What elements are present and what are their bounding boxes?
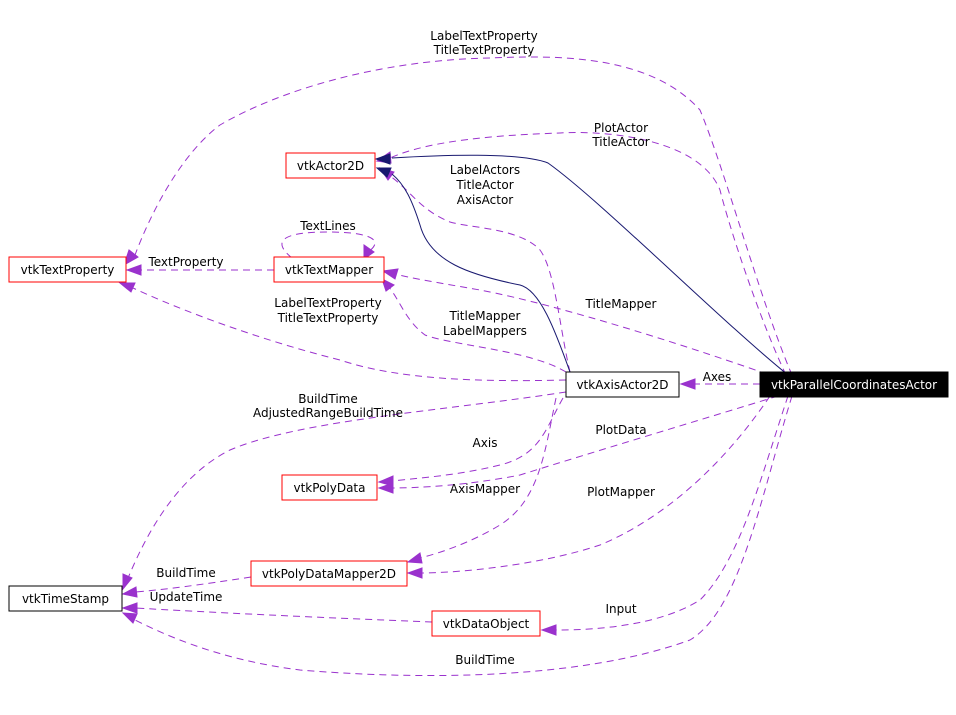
label-top-titletextproperty: TitleTextProperty bbox=[433, 43, 535, 57]
edge-axisactor-to-polydata bbox=[391, 397, 564, 482]
label-top-labeltextproperty: LabelTextProperty bbox=[430, 29, 537, 43]
edge-axisactor-inherits-actor2d bbox=[391, 173, 571, 373]
label-axis: Axis bbox=[473, 436, 498, 450]
arrow-textproperty-mid bbox=[118, 282, 136, 293]
label-input: Input bbox=[605, 602, 636, 616]
edge-main-to-timestamp-bottom bbox=[134, 395, 793, 677]
node-vtktextmapper[interactable]: vtkTextMapper bbox=[273, 256, 385, 283]
arrow-polydatamapper-axis bbox=[406, 552, 423, 564]
label-buildtime-bottom: BuildTime bbox=[455, 653, 515, 667]
node-vtktextproperty[interactable]: vtkTextProperty bbox=[8, 256, 127, 283]
edge-polydatamapper-to-timestamp bbox=[135, 576, 252, 593]
arrow-inherit-axis bbox=[375, 167, 392, 178]
node-vtkpolydata-label: vtkPolyData bbox=[294, 481, 366, 495]
label-updatetime: UpdateTime bbox=[150, 590, 223, 604]
label-titleactor-axis: TitleActor bbox=[455, 178, 513, 192]
node-vtkactor2d[interactable]: vtkActor2D bbox=[285, 152, 376, 179]
label-plotactor: PlotActor bbox=[594, 121, 648, 135]
node-vtkactor2d-label: vtkActor2D bbox=[297, 159, 364, 173]
arrow-polydata-axis bbox=[377, 475, 394, 487]
arrow-timestamp-buildtime bbox=[122, 573, 133, 591]
label-axes: Axes bbox=[703, 370, 732, 384]
edge-dataobject-to-timestamp bbox=[135, 607, 433, 623]
label-labelactors: LabelActors bbox=[450, 163, 520, 177]
label-buildtime-mapper: BuildTime bbox=[156, 566, 216, 580]
node-vtktimestamp-label: vtkTimeStamp bbox=[22, 592, 109, 606]
label-mid-titletextproperty: TitleTextProperty bbox=[277, 311, 379, 325]
arrow-textmapper-title bbox=[381, 268, 399, 280]
node-vtkpolydatamapper2d-label: vtkPolyDataMapper2D bbox=[262, 567, 396, 581]
edge-axisactor-to-polydatamapper bbox=[419, 397, 557, 559]
arrow-inherit-main bbox=[374, 153, 391, 165]
label-buildtime-axis: BuildTime bbox=[298, 392, 358, 406]
arrow-textmapper-labels bbox=[381, 278, 395, 292]
label-mid-labeltextproperty: LabelTextProperty bbox=[274, 296, 381, 310]
label-textproperty: TextProperty bbox=[147, 255, 223, 269]
node-vtkdataobject-label: vtkDataObject bbox=[443, 617, 530, 631]
arrow-timestamp-mapper bbox=[121, 586, 138, 598]
edge-axisactor-to-timestamp bbox=[127, 391, 567, 579]
arrow-axes bbox=[679, 378, 696, 390]
label-axismapper: AxisMapper bbox=[450, 482, 520, 496]
node-vtktimestamp[interactable]: vtkTimeStamp bbox=[8, 585, 123, 612]
node-vtkaxisactor2d[interactable]: vtkAxisActor2D bbox=[565, 371, 680, 398]
node-vtkparallelcoordinatesactor[interactable]: vtkParallelCoordinatesActor bbox=[759, 371, 949, 398]
edge-main-to-textmapper bbox=[394, 273, 779, 379]
edge-axisactor-to-actor2d-dashed bbox=[389, 175, 571, 373]
label-titlemapper-axis: TitleMapper bbox=[449, 309, 521, 323]
arrow-polydatamapper-plot bbox=[406, 567, 423, 579]
arrow-textproperty bbox=[125, 264, 142, 276]
edge-main-to-textproperty-top bbox=[134, 56, 793, 376]
edge-axisactor-to-textmapper bbox=[387, 285, 567, 373]
node-vtktextmapper-label: vtkTextMapper bbox=[285, 263, 373, 277]
label-textlines: TextLines bbox=[299, 219, 356, 233]
label-labelmappers: LabelMappers bbox=[443, 324, 527, 338]
arrow-dataobject-input bbox=[540, 624, 557, 636]
arrow-polydata-plot bbox=[377, 482, 394, 494]
arrow-textlines bbox=[363, 244, 375, 260]
edge-main-to-polydatamapper bbox=[419, 395, 771, 574]
edge-axisactor-to-textproperty bbox=[132, 287, 567, 382]
edge-main-to-dataobject bbox=[555, 395, 789, 631]
label-axisactor: AxisActor bbox=[457, 193, 514, 207]
label-plotmapper: PlotMapper bbox=[587, 485, 655, 499]
label-titlemapper-main: TitleMapper bbox=[585, 297, 657, 311]
edge-textmapper-selfloop bbox=[281, 231, 376, 259]
node-vtkparallelcoordinatesactor-label: vtkParallelCoordinatesActor bbox=[771, 378, 937, 392]
label-titleactor-main: TitleActor bbox=[591, 135, 649, 149]
node-vtkpolydata[interactable]: vtkPolyData bbox=[281, 474, 378, 501]
label-adjustedrangebuildtime: AdjustedRangeBuildTime bbox=[253, 406, 403, 420]
edge-main-to-actor2d-dashed bbox=[389, 132, 787, 376]
edge-main-inherits-actor2d bbox=[391, 154, 789, 376]
edge-main-to-polydata bbox=[391, 395, 779, 489]
node-vtkpolydatamapper2d[interactable]: vtkPolyDataMapper2D bbox=[250, 560, 408, 587]
arrow-timestamp-update bbox=[121, 602, 138, 614]
arrow-timestamp-bottom bbox=[121, 612, 138, 624]
label-plotdata: PlotData bbox=[595, 423, 646, 437]
node-vtktextproperty-label: vtkTextProperty bbox=[21, 263, 115, 277]
node-vtkdataobject[interactable]: vtkDataObject bbox=[431, 610, 541, 637]
node-vtkaxisactor2d-label: vtkAxisActor2D bbox=[576, 378, 668, 392]
